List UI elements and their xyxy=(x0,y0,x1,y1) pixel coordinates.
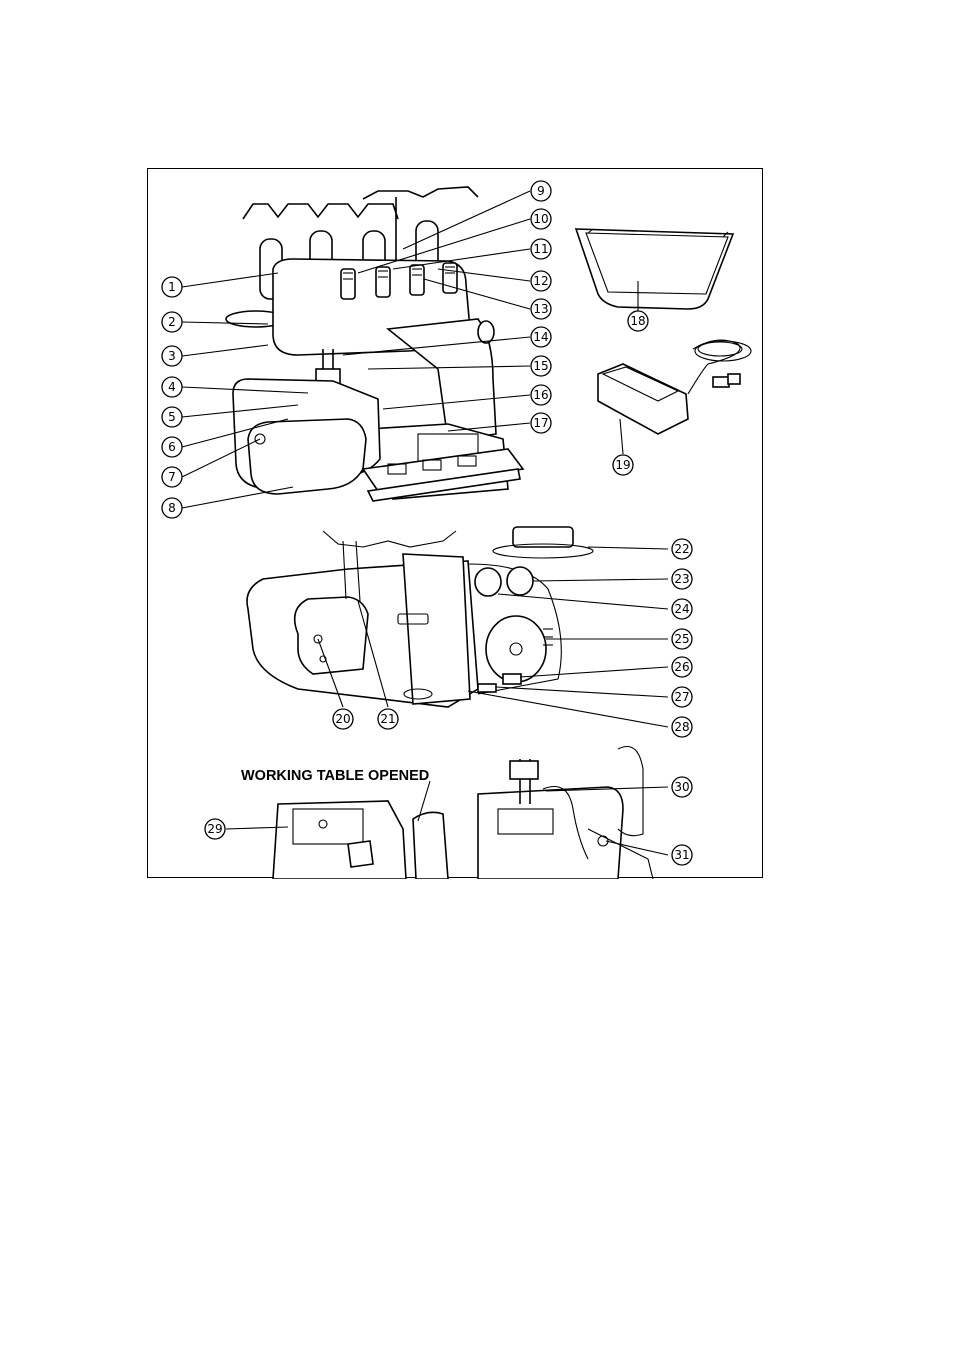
svg-text:14: 14 xyxy=(533,330,548,344)
svg-text:22: 22 xyxy=(674,542,689,556)
callout-7: 7 xyxy=(162,467,182,487)
svg-text:15: 15 xyxy=(533,359,548,373)
serger-parts-diagram: WORKING TABLE OPENED 1 2 3 4 5 6 7 8 9 1… xyxy=(148,169,764,879)
svg-text:25: 25 xyxy=(674,632,689,646)
callout-22: 22 xyxy=(672,539,692,559)
svg-text:7: 7 xyxy=(168,470,176,484)
svg-text:4: 4 xyxy=(168,380,176,394)
svg-text:26: 26 xyxy=(674,660,689,674)
callout-4: 4 xyxy=(162,377,182,397)
trim-bin-illustration xyxy=(576,229,733,309)
svg-text:9: 9 xyxy=(537,184,545,198)
svg-text:17: 17 xyxy=(533,416,548,430)
callout-27: 27 xyxy=(672,687,692,707)
svg-text:5: 5 xyxy=(168,410,176,424)
serger-machine-illustration xyxy=(226,187,523,501)
svg-text:29: 29 xyxy=(207,822,222,836)
callout-29: 29 xyxy=(205,819,225,839)
callout-20: 20 xyxy=(333,709,353,729)
svg-text:24: 24 xyxy=(674,602,689,616)
svg-text:31: 31 xyxy=(674,848,689,862)
side-view-illustration xyxy=(247,527,593,707)
callout-24: 24 xyxy=(672,599,692,619)
working-table-illustration xyxy=(273,747,653,880)
callout-9: 9 xyxy=(531,181,551,201)
svg-text:21: 21 xyxy=(380,712,395,726)
callout-2: 2 xyxy=(162,312,182,332)
callout-3: 3 xyxy=(162,346,182,366)
callout-10: 10 xyxy=(531,209,551,229)
svg-text:12: 12 xyxy=(533,274,548,288)
callout-13: 13 xyxy=(531,299,551,319)
foot-controller-illustration xyxy=(598,340,751,434)
callout-21: 21 xyxy=(378,709,398,729)
svg-text:20: 20 xyxy=(335,712,350,726)
callout-28: 28 xyxy=(672,717,692,737)
svg-text:1: 1 xyxy=(168,280,176,294)
callout-17: 17 xyxy=(531,413,551,433)
svg-text:18: 18 xyxy=(630,314,645,328)
svg-text:8: 8 xyxy=(168,501,176,515)
svg-text:27: 27 xyxy=(674,690,689,704)
svg-text:13: 13 xyxy=(533,302,548,316)
svg-text:3: 3 xyxy=(168,349,176,363)
svg-text:30: 30 xyxy=(674,780,689,794)
callout-11: 11 xyxy=(531,239,551,259)
svg-text:6: 6 xyxy=(168,440,176,454)
callout-5: 5 xyxy=(162,407,182,427)
callout-31: 31 xyxy=(672,845,692,865)
svg-text:23: 23 xyxy=(674,572,689,586)
callout-8: 8 xyxy=(162,498,182,518)
callout-12: 12 xyxy=(531,271,551,291)
callout-16: 16 xyxy=(531,385,551,405)
callout-6: 6 xyxy=(162,437,182,457)
callout-14: 14 xyxy=(531,327,551,347)
svg-text:11: 11 xyxy=(533,242,548,256)
svg-text:19: 19 xyxy=(615,458,630,472)
svg-text:28: 28 xyxy=(674,720,689,734)
callout-26: 26 xyxy=(672,657,692,677)
callout-1: 1 xyxy=(162,277,182,297)
callout-19: 19 xyxy=(613,455,633,475)
callout-15: 15 xyxy=(531,356,551,376)
svg-text:2: 2 xyxy=(168,315,176,329)
callout-25: 25 xyxy=(672,629,692,649)
diagram-frame: WORKING TABLE OPENED 1 2 3 4 5 6 7 8 9 1… xyxy=(147,168,763,878)
callout-23: 23 xyxy=(672,569,692,589)
working-table-opened-label: WORKING TABLE OPENED xyxy=(241,768,429,784)
svg-text:16: 16 xyxy=(533,388,548,402)
callout-30: 30 xyxy=(672,777,692,797)
svg-text:10: 10 xyxy=(533,212,548,226)
callout-18: 18 xyxy=(628,311,648,331)
